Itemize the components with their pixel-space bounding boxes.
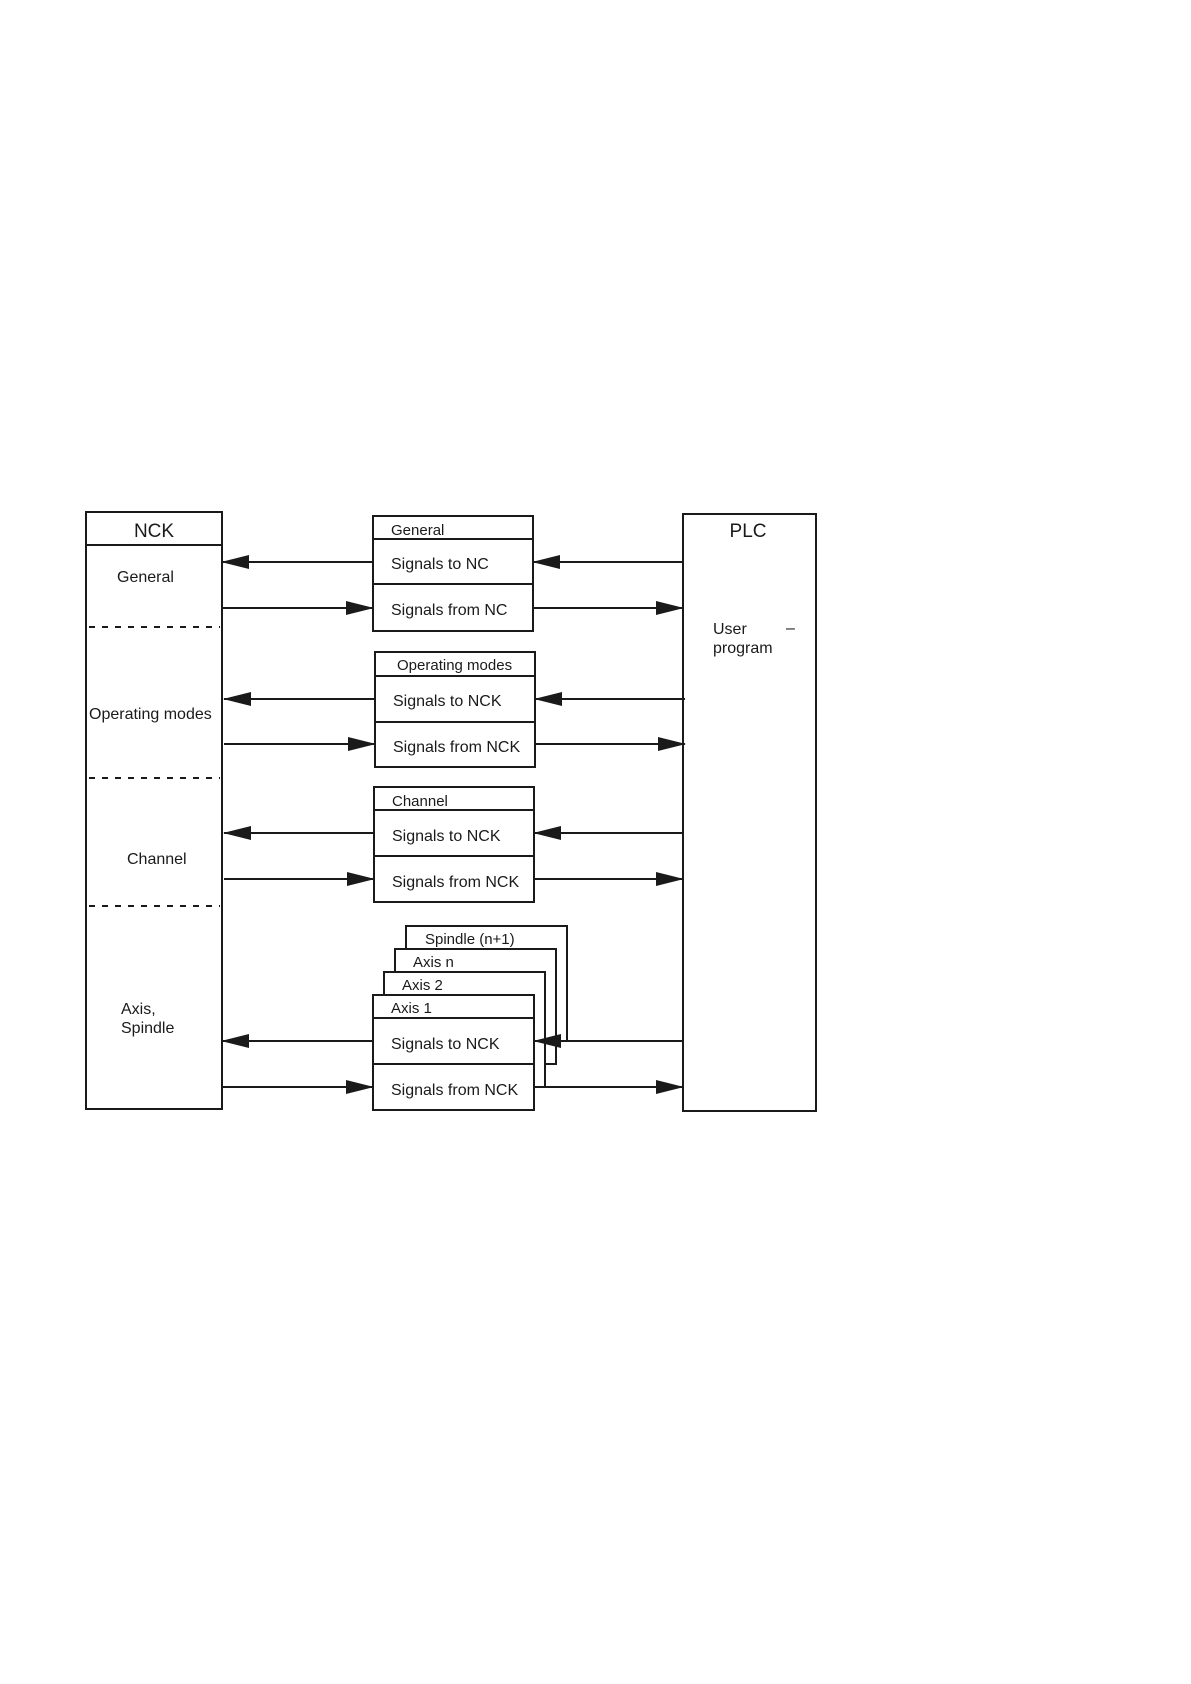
nck-section-channel: Channel [127, 851, 187, 868]
interface-operating-modes-signals-from: Signals from NCK [393, 739, 520, 756]
interface-axis-n-title: Axis n [413, 954, 454, 971]
interface-channel-signals-from: Signals from NCK [392, 874, 519, 891]
nck-title: NCK [134, 521, 174, 542]
interface-operating-modes-title: Operating modes [397, 657, 512, 674]
interface-axis-1-title: Axis 1 [391, 1000, 432, 1017]
interface-channel: Channel Signals to NCK Signals from NCK [374, 787, 534, 902]
plc-frame [683, 514, 816, 1111]
interface-channel-signals-to: Signals to NCK [392, 828, 501, 845]
nck-section-operating-modes: Operating modes [89, 706, 212, 723]
interface-axis-2-title: Axis 2 [402, 977, 443, 994]
interface-channel-title: Channel [392, 793, 448, 810]
nck-section-axis: Axis, [121, 1001, 156, 1018]
plc-title: PLC [730, 521, 767, 542]
plc-block: PLC User program – [683, 514, 816, 1111]
plc-program-label: program [713, 640, 773, 657]
interface-general-signals-from: Signals from NC [391, 602, 507, 619]
interface-operating-modes-signals-to: Signals to NCK [393, 693, 502, 710]
interface-spindle-n1-title: Spindle (n+1) [425, 931, 515, 948]
interface-general-signals-to: Signals to NC [391, 556, 489, 573]
plc-user-label: User [713, 621, 747, 638]
interface-general-title: General [391, 522, 444, 539]
plc-dash: – [786, 620, 795, 637]
interface-operating-modes: Operating modes Signals to NCK Signals f… [375, 652, 535, 767]
nck-section-general: General [117, 569, 174, 586]
interface-axis-signals-from: Signals from NCK [391, 1082, 518, 1099]
interface-axis-stack: Spindle (n+1) Axis n Axis 2 Axis 1 Signa… [373, 926, 567, 1110]
interface-general: General Signals to NC Signals from NC [373, 516, 533, 631]
nck-block: NCK General Operating modes Channel Axis… [86, 512, 222, 1109]
interface-axis-signals-to: Signals to NCK [391, 1036, 500, 1053]
nck-section-spindle: Spindle [121, 1020, 174, 1037]
